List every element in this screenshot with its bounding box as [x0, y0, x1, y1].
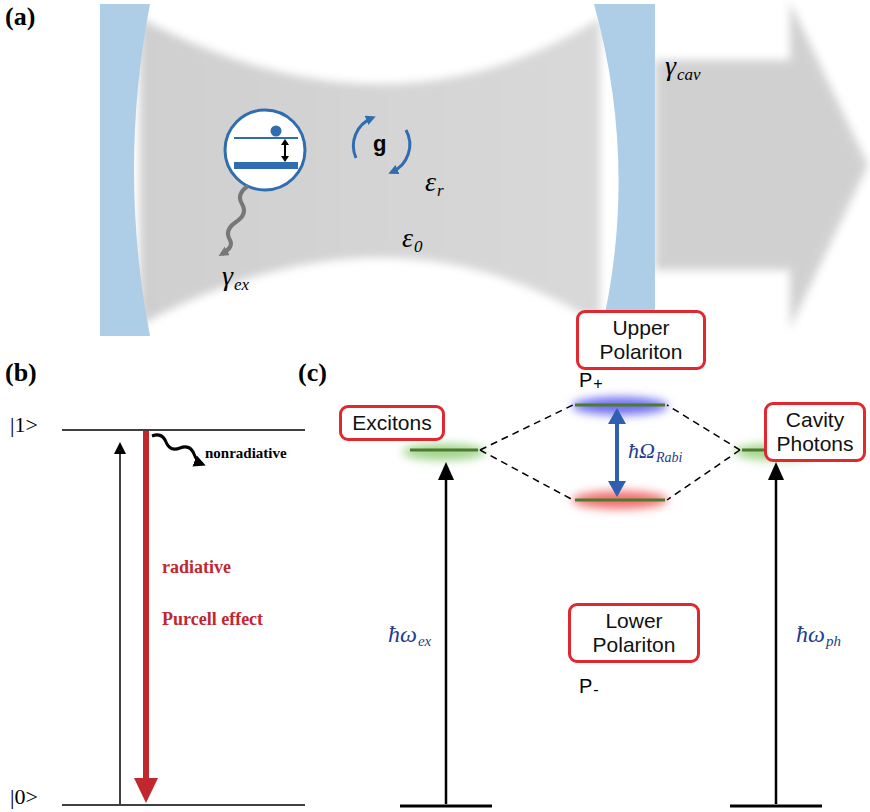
subscript: r	[437, 182, 444, 199]
polariton-symbol: P	[579, 370, 592, 390]
term-label: Excitons	[350, 411, 434, 435]
term-box: Cavity Photons	[764, 402, 866, 462]
permittivity-symbol: ε	[425, 168, 436, 196]
decay-symbol: γ	[665, 52, 676, 80]
subscript: 0	[414, 238, 423, 255]
panel-label: (a)	[5, 4, 35, 30]
subscript: ex	[418, 634, 431, 649]
term-label: Lower Polariton	[579, 609, 689, 657]
term-box: Excitons	[339, 405, 445, 441]
energy-symbol: ħω	[796, 622, 825, 646]
panel-label: (c)	[298, 360, 327, 386]
permittivity-symbol: ε	[402, 224, 413, 252]
subscript: -	[593, 682, 598, 698]
polariton-symbol: P	[579, 676, 592, 696]
term-label: Cavity Photons	[775, 408, 855, 456]
state-label: |1>	[10, 414, 38, 436]
energy-symbol: ħω	[388, 622, 417, 646]
decay-symbol: γ	[222, 262, 233, 290]
term-label: Upper Polariton	[587, 316, 695, 364]
subscript: cav	[677, 66, 701, 83]
subscript: Rabi	[656, 451, 682, 465]
panel-label: (b)	[5, 360, 37, 386]
subscript: ex	[234, 276, 249, 293]
subscript: +	[593, 376, 602, 392]
process-label: radiative	[162, 558, 231, 576]
process-label: Purcell effect	[162, 610, 263, 628]
subscript: ph	[826, 634, 841, 649]
term-box: Upper Polariton	[576, 310, 706, 370]
energy-symbol: ħΩ	[628, 440, 655, 462]
process-label: nonradiative	[205, 446, 287, 461]
term-box: Lower Polariton	[568, 603, 700, 663]
state-label: |0>	[10, 786, 38, 808]
coupling-symbol: g	[373, 133, 386, 155]
